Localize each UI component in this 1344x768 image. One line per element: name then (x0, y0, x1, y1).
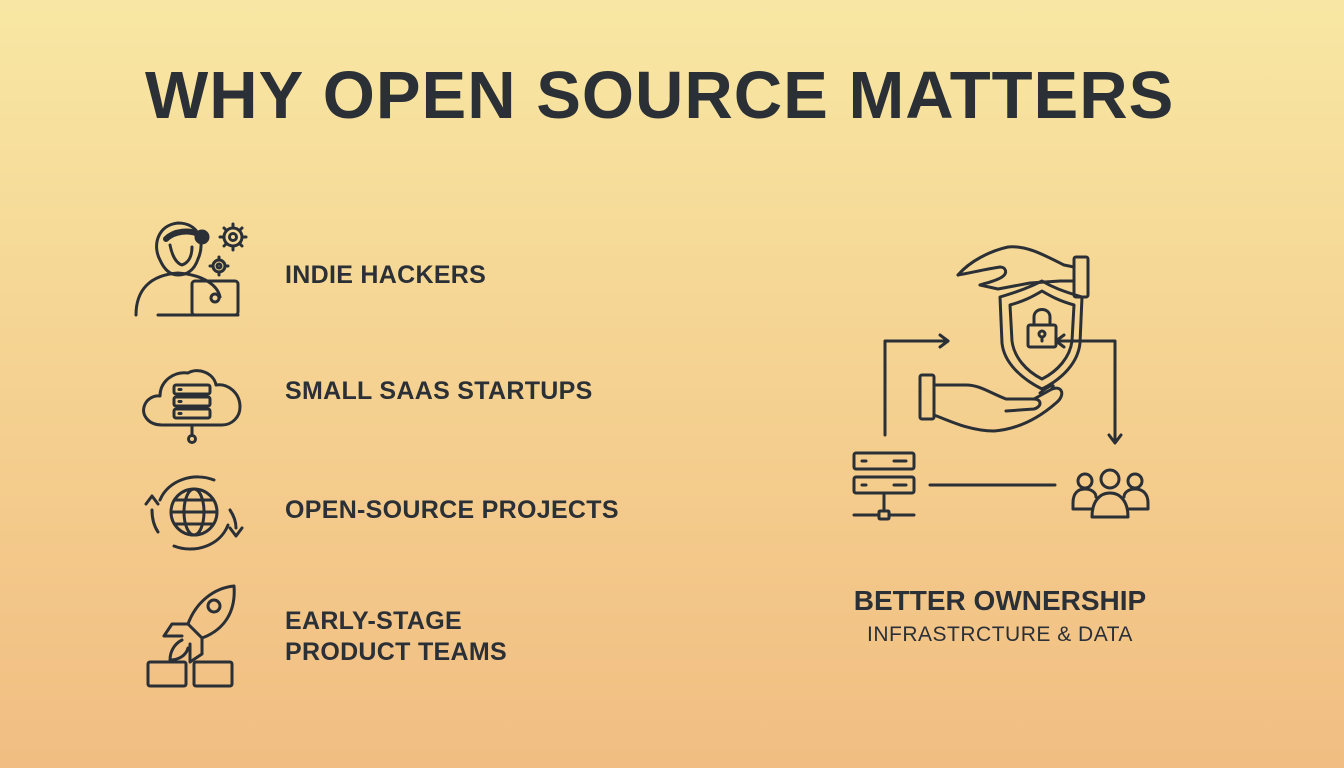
globe-cycle-icon (130, 470, 255, 580)
audience-label: EARLY-STAGE PRODUCT TEAMS (285, 606, 507, 668)
developer-laptop-icon (130, 215, 255, 325)
ownership-heading: BETTER OWNERSHIP (853, 585, 1147, 616)
rocket-icon (130, 582, 255, 692)
ownership-caption: BETTER OWNERSHIP INFRASTRCTURE & DATA (820, 585, 1180, 648)
audience-item-early-stage-product-teams: EARLY-STAGE PRODUCT TEAMS (130, 582, 690, 692)
audience-item-indie-hackers: INDIE HACKERS (130, 215, 690, 325)
cloud-server-icon (130, 353, 255, 463)
audience-item-small-saas-startups: SMALL SAAS STARTUPS (130, 353, 690, 463)
team-users-icon (1071, 468, 1150, 519)
hands-shield-lock-icon (918, 245, 1090, 433)
audience-item-open-source-projects: OPEN-SOURCE PROJECTS (130, 470, 690, 580)
audience-label-line: EARLY-STAGE (285, 607, 462, 635)
audience-label: OPEN-SOURCE PROJECTS (285, 496, 619, 524)
ownership-diagram (830, 235, 1170, 535)
server-stack-icon (852, 451, 916, 521)
audience-label: SMALL SAAS STARTUPS (285, 377, 593, 405)
ownership-subheading: INFRASTRCTURE & DATA (867, 623, 1133, 646)
page-title: WHY OPEN SOURCE MATTERS (145, 58, 1175, 133)
audience-label: INDIE HACKERS (285, 261, 487, 289)
audience-label-line: PRODUCT TEAMS (285, 638, 507, 666)
